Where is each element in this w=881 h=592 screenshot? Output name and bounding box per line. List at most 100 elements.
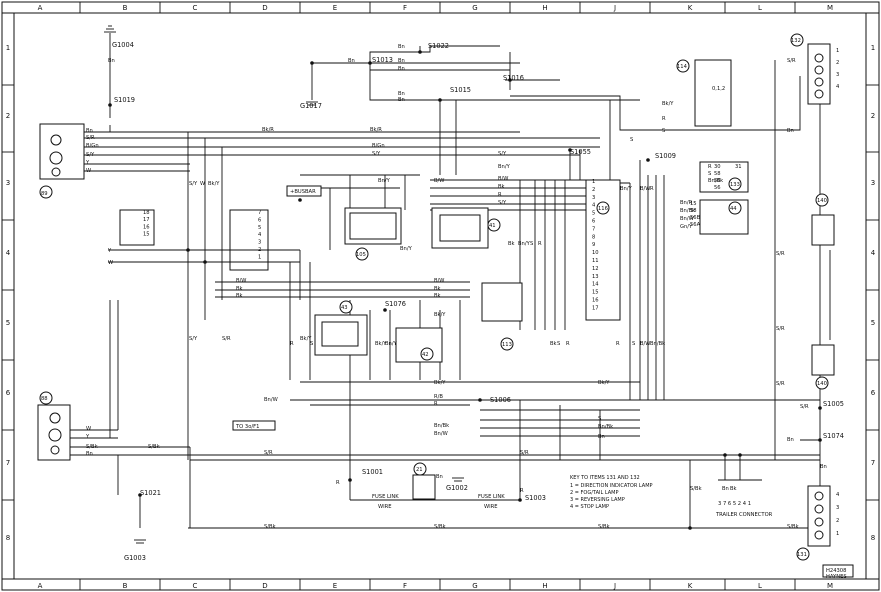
wire-color-label: Bn/Bk [680,208,695,214]
splice-dot [368,61,372,65]
splice-dot [383,308,387,312]
grid-column-label: K [688,582,693,590]
wire-color-label: R [708,164,712,170]
wire-color-label: Bn [398,58,405,64]
grid-column-label: C [193,4,198,12]
wire-color-label: Bn [598,434,605,440]
wire-color-label: B/W [498,176,508,182]
wire-color-label: S/Bk [598,524,610,530]
wire-color-label: R [650,186,654,192]
wire-color-label: R [538,241,542,247]
label-fuse-link-1: FUSE LINK [372,494,399,500]
splice-dot [508,78,512,82]
splice-dot [818,438,822,442]
node-label-s1015: S1015 [450,86,471,94]
label-ref-brand: HAYNES [826,574,847,580]
node-label-s1074: S1074 [823,432,844,440]
wire-color-label: S/Bk [148,444,160,450]
wire-color-label: B/W [640,186,650,192]
grid-column-label: C [193,582,198,590]
pin-116: 6 [592,219,595,225]
node-label-s1016: S1016 [503,74,524,82]
wire-color-label: Bn [398,97,405,103]
grid-column-label: H [542,4,547,12]
wire-color-label: S/Y [189,181,198,187]
wire-color-label: Bn [436,474,443,480]
wire-color-label: Bn/Y [400,246,413,252]
component-number-42: 42 [422,352,429,358]
grid-row-label: 3 [6,179,10,187]
wire-color-label: Bn [398,44,405,50]
grid-row-label: 6 [871,389,876,397]
wire-color-label: Bk [236,293,243,299]
component-number-133: 133 [730,182,740,188]
wire-color-label: Bk [730,486,737,492]
pin-131: 2 [836,518,839,524]
label-wire-2: WIRE [484,504,498,510]
module-41 [431,207,501,249]
component-number-89: 89 [41,191,48,197]
component-number-114: 114 [677,64,688,70]
label-to-f1: TO 3o/F1 [235,424,259,430]
grid-row-label: 8 [6,534,10,542]
wire-color-label: Bn/W [264,397,278,403]
wire-color-label: Bn/W [434,431,448,437]
wire-color-label: Bn/Bk [708,178,723,184]
lamp-cluster-88 [37,391,71,461]
grid-row-label: 5 [871,319,875,327]
wire-color-label: Bn/Y [385,341,398,347]
wire-color-label: Bk/Y [208,181,220,187]
lamp-cluster-132 [790,33,831,105]
pin-116: 7 [592,226,595,232]
wire-color-label: S/Y [498,200,507,206]
wire-color-label: B/W [434,278,444,284]
splice-dot [298,198,302,202]
pin-116: 1 [592,179,595,185]
connector-116 [585,179,621,321]
wire-color-label: B/W [640,341,650,347]
component-number-105: 105 [356,252,366,258]
pin-connector: 17 [143,217,150,223]
splice-dot [186,248,190,252]
label-busbar: +BUSBAR [290,189,316,195]
wire-color-label: Bn [348,58,355,64]
pin-116: 8 [592,234,595,240]
label-ref-code: H24308 [826,568,846,574]
connector-left [119,209,269,271]
wire-color-label: Bn/Y [378,178,391,184]
component-number-44: 44 [730,206,737,212]
wire-color-label: S/Y [372,151,381,157]
ground-g1017 [306,101,318,106]
wire-color-label: Bn/Bk [650,341,665,347]
pin-133: 30 [714,164,721,170]
lamp-140-lower [811,344,835,390]
pin-connector: 2 [258,247,261,253]
wire-color-label: S [310,341,313,347]
label-trailer-pins: 3 7 6 5 2 4 1 [718,501,751,507]
grid-column-label: E [333,4,337,12]
fuse-21 [412,462,436,500]
wire-color-label: S/R [776,381,785,387]
pin-connector: 5 [258,225,261,231]
wire-color-label: W [86,426,91,432]
wire-color-label: S/R [776,251,785,257]
wire-color-label: S/Bk [86,444,98,450]
component-number-21: 21 [416,467,423,473]
switch-44 [699,199,749,235]
grid-row-label: 6 [6,389,11,397]
wire-color-label: Bn/Y [518,241,531,247]
grid-column-label: F [403,582,407,590]
pin-116: 9 [592,242,595,248]
pin-132: 2 [836,60,839,66]
ref-box [822,564,854,578]
grid-row-label: 2 [871,112,875,120]
wire-color-label: Bk/R [370,127,382,133]
pin-116: 13 [592,274,599,280]
wire-color-label: R/B [434,394,443,400]
wire-color-label: Bk/Y [662,101,674,107]
component-number-140a: 140 [817,198,827,204]
grid-column-label: D [262,582,267,590]
node-label-s1009: S1009 [655,152,676,160]
wire-color-label: R [520,488,524,494]
